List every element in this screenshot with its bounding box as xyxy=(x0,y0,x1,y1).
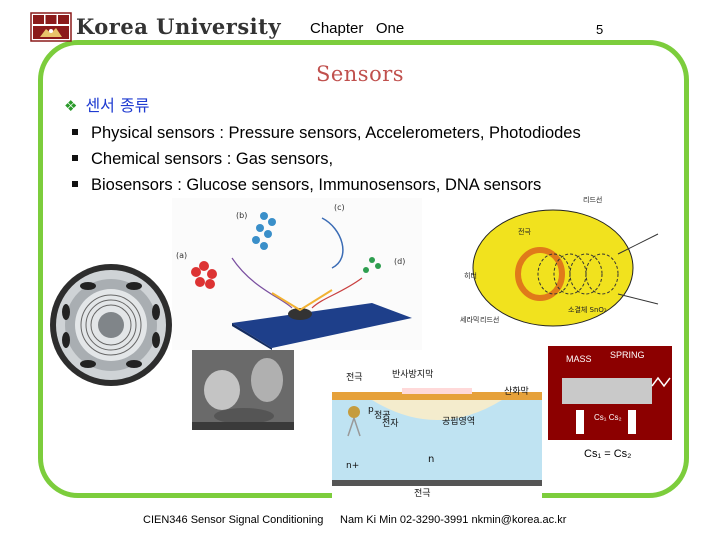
gas-label-lead-bottom: 리드선 xyxy=(480,315,499,324)
pd-electrode-bottom: 전극 xyxy=(414,488,431,499)
bullet-item: Chemical sensors : Gas sensors, xyxy=(72,150,581,176)
accel-cap: Cs₁ Cs₂ xyxy=(594,413,622,422)
pd-electrode-top: 전극 xyxy=(346,372,363,383)
pressure-sensor-figure xyxy=(50,264,172,386)
gas-label-lead-top: 리드선 xyxy=(583,195,602,204)
gas-sensor-figure: 리드선 히터 세라믹 리드선 전극 소결체 SnO₂ xyxy=(458,194,660,336)
square-bullet-icon xyxy=(72,180,78,187)
pd-electron: 전자 xyxy=(382,418,399,429)
pd-hole: 정공 xyxy=(374,410,391,421)
bullet-item: Physical sensors : Pressure sensors, Acc… xyxy=(72,124,581,150)
square-bullet-icon xyxy=(72,128,78,135)
korean-heading-text: 센서 종류 xyxy=(85,96,150,115)
photodiode-figure: 전극 반사방지막 산화막 p 정공 전자 공핍영역 n n+ 전극 xyxy=(332,360,542,500)
accel-mass: MASS xyxy=(566,354,592,364)
square-bullet-icon xyxy=(72,154,78,161)
footer-instructor: Nam Ki Min 02-3290-3991 nkmin@korea.ac.k… xyxy=(340,514,567,526)
fig-label-a: (a) xyxy=(176,251,187,260)
gas-label-heater: 히터 xyxy=(464,271,477,280)
fig-label-b: (b) xyxy=(236,211,247,220)
university-crest-icon xyxy=(30,12,72,42)
bullet-text: Biosensors : Glucose sensors, Immunosens… xyxy=(91,176,542,194)
gas-label-ceramic: 세라믹 xyxy=(460,315,479,324)
gas-label-electrode: 전극 xyxy=(518,227,531,236)
checkmark-bullet-icon: ❖ xyxy=(64,97,78,115)
accelerometer-figure: MASS SPRING Cs₁ Cs₂ xyxy=(548,346,672,440)
sem-micrograph xyxy=(192,350,294,430)
fig-label-c: (c) xyxy=(334,203,345,212)
pd-p: p xyxy=(368,405,374,415)
bullet-text: Physical sensors : Pressure sensors, Acc… xyxy=(91,124,581,142)
university-name: Korea University xyxy=(76,14,282,39)
pd-depletion: 공핍영역 xyxy=(442,416,475,427)
pd-n: n xyxy=(428,454,434,465)
fig-label-d: (d) xyxy=(394,257,405,266)
pd-oxide: 산화막 xyxy=(504,386,529,397)
bullet-text: Chemical sensors : Gas sensors, xyxy=(91,150,334,168)
chapter-label: Chapter One xyxy=(310,20,405,37)
accel-spring: SPRING xyxy=(610,350,645,360)
slide-title: Sensors xyxy=(315,62,405,86)
biosensor-figure: (b) (c) (a) (d) xyxy=(172,198,422,350)
gas-label-sintered: 소결체 SnO₂ xyxy=(568,305,607,314)
pd-antireflection: 반사방지막 xyxy=(392,369,433,380)
page-number: 5 xyxy=(596,22,604,37)
accel-equation: Cs₁ = Cs₂ xyxy=(584,448,632,460)
pd-nplus: n+ xyxy=(346,461,359,471)
bullet-item: Biosensors : Glucose sensors, Immunosens… xyxy=(72,176,581,202)
korean-heading: ❖ 센서 종류 xyxy=(64,92,149,116)
bullet-list: Physical sensors : Pressure sensors, Acc… xyxy=(72,124,581,202)
university-logo: Korea University xyxy=(30,12,281,42)
footer-course: CIEN346 Sensor Signal Conditioning xyxy=(143,514,324,526)
